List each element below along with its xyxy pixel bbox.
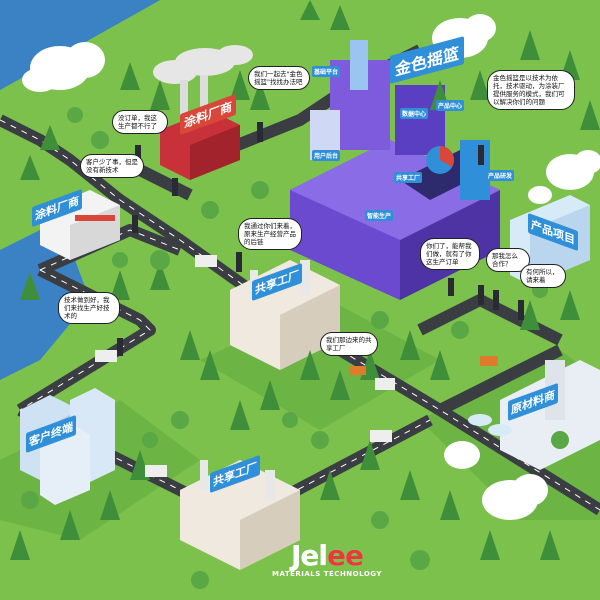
cloud-icon (528, 186, 552, 204)
logo-wordmark: Jelee (272, 542, 382, 570)
speech-bubble: 你们了，能帮我们做，就有了你这生产订单 (420, 238, 480, 270)
car-icon (480, 356, 498, 366)
truck-icon (195, 255, 217, 267)
cloud-icon (546, 150, 600, 190)
truck-icon (145, 465, 167, 477)
speech-bubble: 我通过你们来着，原来生产经营产品的后链 (238, 218, 302, 250)
person-icon (478, 145, 484, 165)
truck-icon (370, 430, 392, 442)
vehicles (95, 255, 498, 477)
sign-platform-sub-4: 产品中心 (436, 100, 465, 111)
cloud-icon (444, 441, 480, 469)
speech-bubble: 我们一起去"金色摇篮"找找办法吧 (248, 66, 310, 90)
car-icon (350, 366, 366, 375)
sign-platform-sub-5: 产品研发 (486, 170, 515, 181)
person-icon (518, 300, 524, 320)
sign-platform-sub-3: 数据中心 (400, 108, 429, 119)
person-icon (493, 290, 499, 310)
person-icon (478, 285, 484, 305)
smoke (153, 45, 253, 84)
person-icon (135, 145, 141, 163)
clouds (22, 14, 600, 520)
people (117, 122, 524, 356)
cloud-icon (482, 474, 548, 520)
round-trees (21, 107, 569, 589)
speech-bubble: 没订单，我这生产都不行了 (112, 110, 168, 134)
road-8 (137, 164, 193, 201)
speech-bubble: 我们那边来的共享工厂 (320, 332, 378, 356)
speech-bubble: 客户少了事，但是没有新技术 (80, 154, 144, 178)
sign-platform-sub-7: 智能生产 (365, 210, 394, 221)
sign-platform-sub-6: 共享工厂 (394, 172, 423, 183)
sign-platform-sub-1: 基础平台 (312, 66, 341, 77)
person-icon (257, 122, 263, 142)
person-icon (172, 178, 178, 196)
road-6 (437, 344, 563, 416)
speech-bubble: 金色摇篮是以技术为依托，技术驱动，为涂装厂提供服务的模式，我们可以解决你们的问题 (487, 70, 575, 110)
person-icon (236, 252, 242, 272)
jelee-logo: Jelee MATERIALS TECHNOLOGY (272, 542, 382, 579)
truck-icon (375, 378, 395, 390)
person-icon (448, 278, 454, 296)
person-icon (117, 338, 123, 356)
person-icon (132, 215, 138, 233)
truck-icon (95, 350, 117, 362)
logo-accent: ee (326, 539, 364, 572)
cloud-icon (22, 42, 105, 92)
logo-subtitle: MATERIALS TECHNOLOGY (272, 570, 382, 578)
speech-bubble: 技术做到好，我们来找生产好技术的 (58, 292, 120, 324)
speech-bubble: 有何所以，请来着 (520, 264, 566, 288)
sign-platform-sub-2: 用户后台 (312, 150, 341, 161)
logo-prefix: Jel (290, 539, 328, 572)
